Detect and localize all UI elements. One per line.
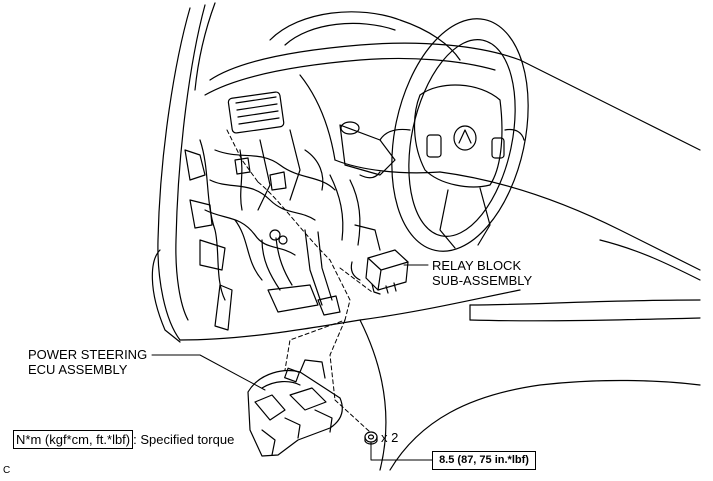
torque-spec-box: 8.5 (87, 75 in.*lbf) <box>432 451 536 470</box>
relay-block-label: RELAY BLOCK SUB-ASSEMBLY <box>432 258 532 288</box>
floor-console <box>179 239 701 471</box>
dashboard <box>204 11 701 271</box>
power-steering-ecu-label-line1: POWER STEERING <box>28 347 148 362</box>
power-steering-ecu <box>247 359 343 457</box>
relay-block-label-line1: RELAY BLOCK <box>432 258 522 273</box>
steering-wheel <box>379 18 529 252</box>
location-leaders <box>226 129 373 433</box>
torque-legend-text: : Specified torque <box>133 432 235 447</box>
a-pillar <box>151 2 216 343</box>
power-steering-ecu-label-line2: ECU ASSEMBLY <box>28 362 128 377</box>
torque-legend: N*m (kgf*cm, ft.*lbf): Specified torque <box>13 430 234 449</box>
bolt-count-label: x 2 <box>381 430 399 445</box>
air-vent <box>227 91 285 134</box>
relay-block-label-line2: SUB-ASSEMBLY <box>432 273 533 288</box>
lower-dash-wiring <box>184 129 381 331</box>
callout-leaders <box>151 264 433 461</box>
torque-legend-key: N*m (kgf*cm, ft.*lbf) <box>13 430 134 449</box>
accelerator-pedal <box>304 229 341 316</box>
relay-block <box>350 249 409 295</box>
steering-column <box>329 121 396 251</box>
power-steering-ecu-label: POWER STEERING ECU ASSEMBLY <box>28 347 147 377</box>
corner-code-label: C <box>3 465 11 476</box>
brake-pedal <box>261 237 319 313</box>
